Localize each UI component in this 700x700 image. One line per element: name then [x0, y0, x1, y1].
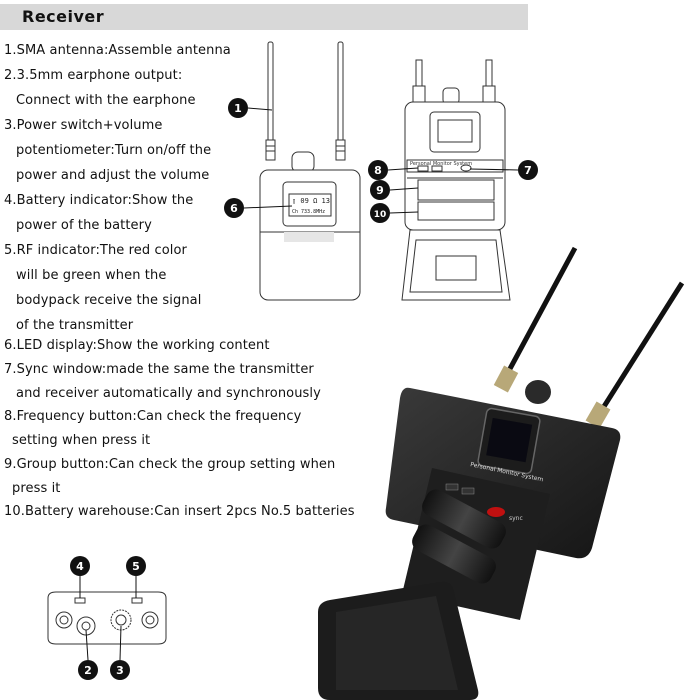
desc-line: bodypack receive the signal — [16, 293, 202, 308]
desc-line: power and adjust the volume — [16, 168, 210, 183]
callout-1-icon — [228, 98, 248, 118]
desc-line: and receiver automatically and synchrono… — [16, 386, 321, 401]
desc-line: will be green when the — [16, 268, 167, 283]
callout-10-icon — [370, 203, 390, 223]
desc-line: 8.Frequency button:Can check the frequen… — [4, 409, 302, 424]
desc-line: 3.Power switch+volume — [4, 118, 163, 133]
section-header: Receiver — [0, 4, 528, 30]
lcd-readout-1: ▯ 09 Ω 13 — [292, 197, 330, 205]
desc-line: 5.RF indicator:The red color — [4, 243, 187, 258]
callout-8-icon — [368, 160, 388, 180]
front-view-drawing — [259, 41, 361, 301]
callout-7-icon — [518, 160, 538, 180]
desc-line: 9.Group button:Can check the group setti… — [4, 457, 336, 472]
callout-4-label: 4 — [76, 560, 84, 573]
callout-7-label: 7 — [524, 164, 532, 177]
callout-3-icon — [110, 660, 130, 680]
callout-9-label: 9 — [376, 184, 384, 197]
callout-1-label: 1 — [234, 102, 242, 115]
back-view-drawing — [401, 59, 511, 301]
desc-line: 6.LED display:Show the working content — [4, 338, 270, 353]
desc-line: potentiometer:Turn on/off the — [16, 143, 212, 158]
callout-6-icon — [224, 198, 244, 218]
desc-line: press it — [12, 481, 61, 496]
callout-9-icon — [370, 180, 390, 200]
callout-10-label: 10 — [374, 210, 387, 220]
desc-line: power of the battery — [16, 218, 152, 233]
callout-5-icon — [126, 556, 146, 576]
section-title: Receiver — [22, 7, 105, 26]
callout-8-label: 8 — [374, 164, 382, 177]
callouts: 1 2 3 4 5 6 7 8 9 10 — [70, 98, 538, 680]
desc-line: 2.3.5mm earphone output: — [4, 68, 183, 83]
callout-2-icon — [78, 660, 98, 680]
lcd-readout-2: Ch 733.8MHz — [292, 209, 325, 215]
desc-line: 7.Sync window:made the same the transmit… — [4, 362, 314, 377]
callout-6-label: 6 — [230, 202, 238, 215]
desc-line: 4.Battery indicator:Show the — [4, 193, 194, 208]
callout-2-label: 2 — [84, 664, 92, 677]
desc-line: Connect with the earphone — [16, 93, 196, 108]
desc-line: of the transmitter — [16, 318, 134, 333]
device-photo: Personal Monitor System sync — [318, 246, 685, 700]
desc-line: setting when press it — [12, 433, 151, 448]
desc-line: 10.Battery warehouse:Can insert 2pcs No.… — [4, 504, 355, 519]
callout-3-label: 3 — [116, 664, 124, 677]
sync-label: sync — [509, 515, 523, 522]
desc-line: 1.SMA antenna:Assemble antenna — [4, 43, 231, 58]
callout-4-icon — [70, 556, 90, 576]
bottom-panel-drawing — [47, 591, 167, 645]
callout-5-label: 5 — [132, 560, 140, 573]
back-panel-label: Personal Monitor System — [410, 161, 472, 167]
